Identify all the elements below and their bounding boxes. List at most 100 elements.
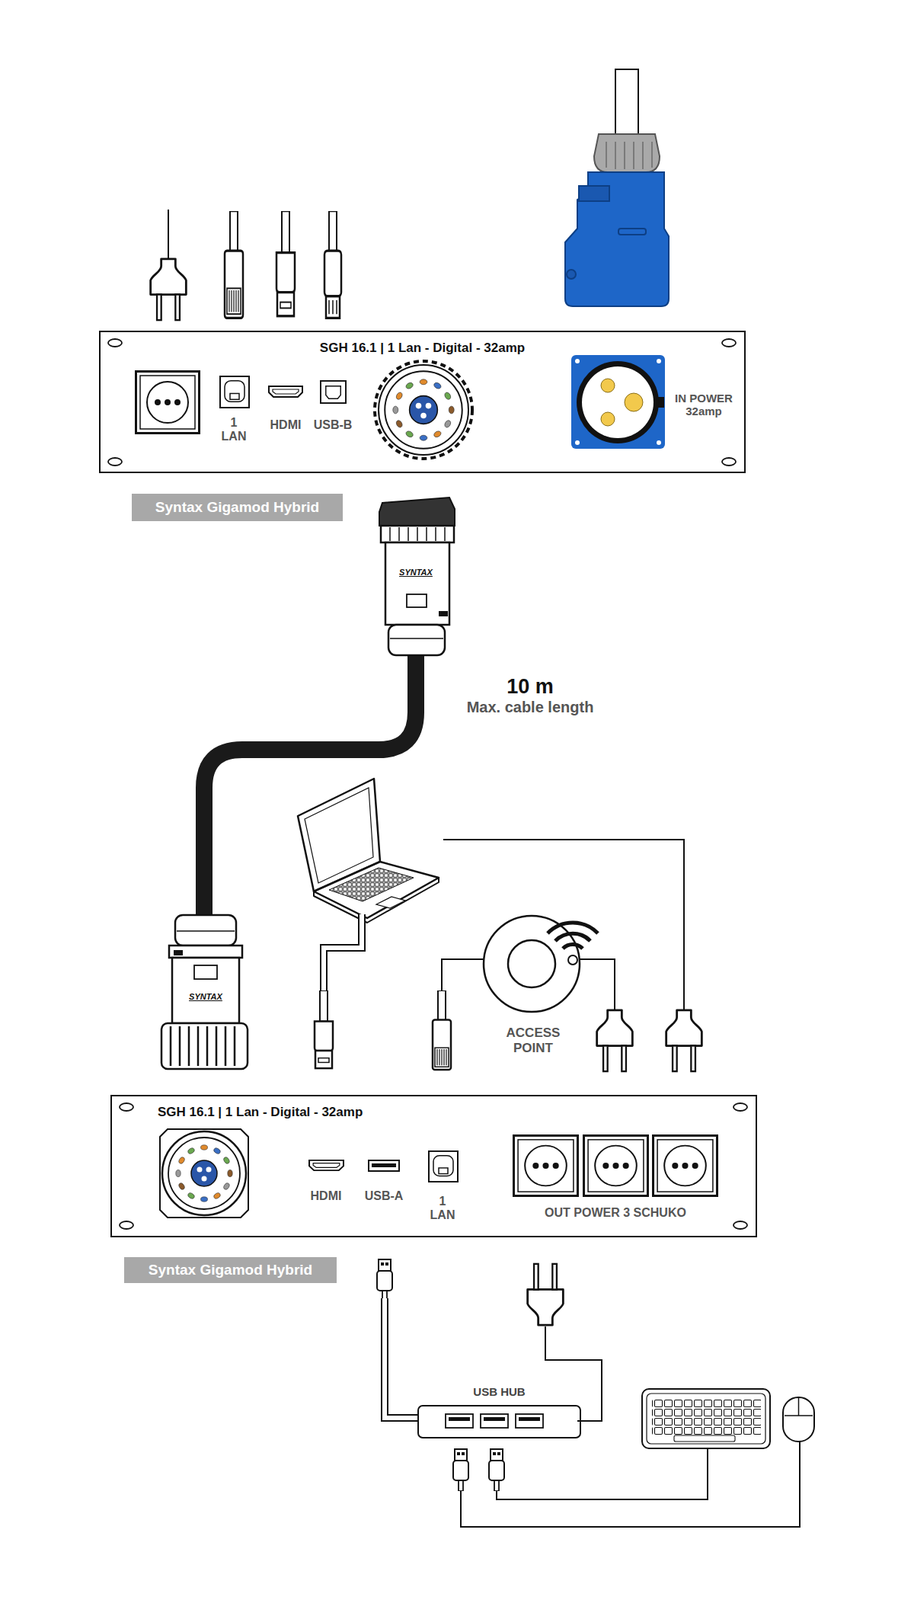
port-label: HDMI	[310, 1188, 342, 1203]
top-panel-hardware	[722, 457, 736, 466]
hdmi-cable	[323, 914, 362, 994]
usb-cable	[384, 1297, 419, 1418]
cable-connector-lower	[172, 957, 240, 1023]
bottom-panel-hardware	[162, 1131, 247, 1215]
top-panel-hardware	[575, 358, 580, 364]
top-panel-hardware	[576, 361, 659, 444]
hub-power	[527, 1263, 564, 1325]
hub-ports	[515, 1413, 544, 1428]
top-panel-hardware	[571, 354, 665, 449]
hub-plugs	[496, 1447, 708, 1499]
hdmi-cable	[323, 914, 362, 994]
cable-connector-lower	[161, 914, 248, 1069]
hub-power	[527, 1263, 602, 1421]
top-panel-hardware	[268, 386, 303, 397]
power-plug	[666, 1009, 703, 1071]
hub-ports	[448, 1416, 470, 1421]
top-panel-hardware	[722, 338, 736, 347]
cable-note: Max. cable length	[466, 698, 595, 716]
device-label: USB HUB	[418, 1384, 580, 1398]
port-label: HDMI	[270, 418, 302, 432]
cable-connector-lower	[161, 1022, 248, 1069]
keyboard	[646, 1393, 766, 1444]
cable-connector-upper	[385, 542, 450, 625]
bottom-panel-hardware	[514, 1134, 579, 1196]
top-panel-hardware	[108, 338, 122, 347]
cable-connector-upper	[389, 637, 444, 640]
hybrid-cable	[204, 647, 416, 926]
port-label: 1 LAN	[218, 415, 250, 445]
hdmi-cable	[314, 990, 333, 1068]
cee-plug	[615, 69, 639, 137]
usb-hub: USB HUB	[417, 1404, 582, 1439]
bottom-panel-hardware	[584, 1134, 649, 1196]
cable-connector-lower	[175, 914, 237, 946]
top-panel-hardware	[320, 380, 346, 403]
bottom-panel-hardware	[159, 1128, 249, 1218]
power-wire	[443, 839, 684, 1010]
top-panel-hardware	[581, 366, 654, 438]
cable-connector-lower	[176, 929, 235, 932]
access-point-ring	[483, 915, 580, 1012]
mouse	[782, 1396, 815, 1442]
access-point-ring	[508, 939, 556, 988]
keyboard	[642, 1388, 771, 1448]
hdmi-cable	[314, 914, 362, 1068]
power-plug-top	[150, 258, 187, 320]
lan-plug	[224, 210, 243, 318]
laptop	[297, 778, 439, 923]
wifi-symbol	[562, 943, 583, 949]
hub-ports	[483, 1416, 505, 1421]
lan-cable	[432, 990, 451, 1070]
device-name: Syntax Gigamod Hybrid	[155, 498, 320, 516]
cable-length: 10 m	[506, 674, 554, 699]
hub-ports	[518, 1416, 541, 1421]
top-panel-hardware	[108, 338, 736, 466]
port-label: USB-B	[313, 418, 353, 432]
bottom-panel-hardware	[119, 1220, 134, 1229]
bottom-panel-hardware	[733, 1220, 748, 1229]
bottom-panel-hardware	[309, 1160, 344, 1170]
port-label: USB-A	[364, 1188, 404, 1203]
power-wire	[579, 958, 615, 1010]
hub-plugs	[453, 1448, 469, 1491]
bottom-panel-hardware	[368, 1160, 400, 1171]
keyboard	[651, 1397, 761, 1435]
power-label: IN POWER 32amp	[665, 391, 742, 419]
top-panel-hardware	[108, 457, 122, 466]
top-panel-hardware	[378, 364, 469, 455]
device-name-band: Syntax Gigamod Hybrid	[131, 493, 343, 521]
panel-title: SGH 16.1 | 1 Lan - Digital - 32amp	[111, 1103, 756, 1121]
hub-ports	[480, 1413, 509, 1428]
lan-cable	[432, 958, 483, 1070]
cee-plug	[594, 134, 660, 173]
top-panel-hardware	[624, 393, 643, 412]
hub-power	[527, 1263, 564, 1325]
device-name-band: Syntax Gigamod Hybrid	[124, 1256, 337, 1283]
bottom-panel-hardware	[653, 1134, 718, 1196]
cable-connector-lower	[169, 945, 243, 958]
cable-connector-upper	[388, 624, 445, 656]
hub-plugs	[460, 1441, 800, 1527]
cee-plug	[578, 185, 610, 202]
bottom-panel-hardware	[119, 1102, 134, 1111]
hub-ports	[445, 1413, 544, 1428]
top-panel-hardware	[220, 376, 250, 408]
bottom-panel-hardware	[733, 1102, 748, 1111]
bottom-panel-hardware	[168, 1137, 240, 1209]
mouse	[782, 1396, 815, 1442]
cee-plug	[565, 172, 669, 307]
cable-connector-lower	[170, 1025, 235, 1066]
cable-connector-upper	[406, 594, 427, 608]
brand-logo: SYNTAX	[188, 991, 223, 1002]
usb-cable	[377, 1259, 419, 1418]
top-panel-hardware	[656, 440, 662, 445]
keyboard	[642, 1388, 771, 1448]
cable-connector-upper	[379, 497, 455, 656]
top-panel-hardware	[600, 412, 615, 426]
cable-connector-upper	[438, 610, 448, 617]
lan-cable	[441, 958, 483, 992]
cee-plug	[566, 269, 576, 279]
power-plug-top	[150, 209, 187, 320]
